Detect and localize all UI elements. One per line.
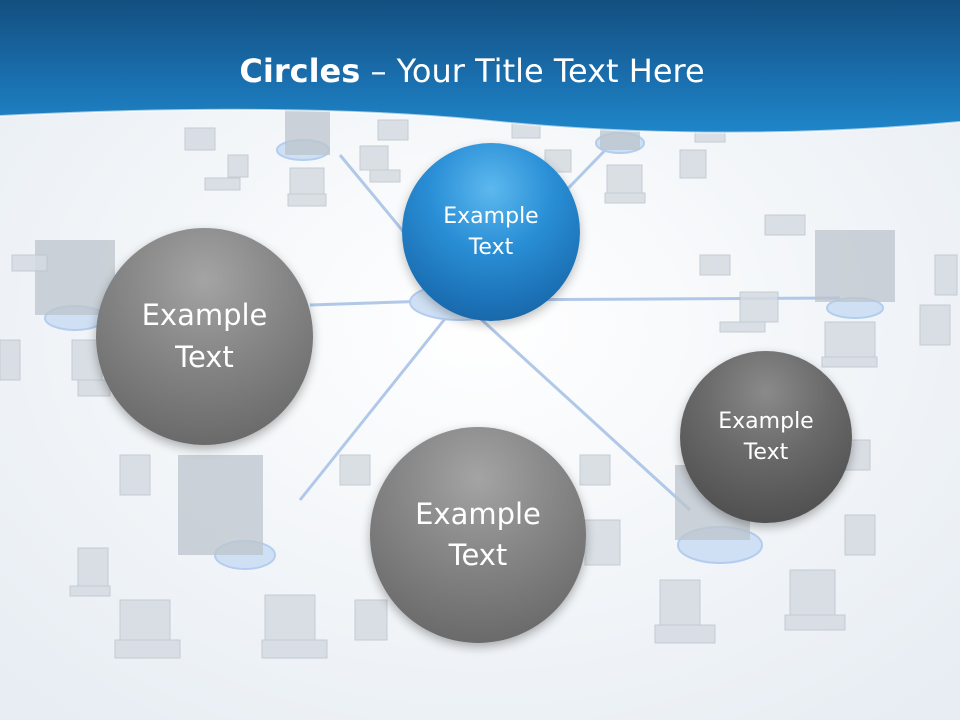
- circle-right-line2: Text: [743, 440, 789, 465]
- circle-left-line2: Text: [175, 339, 234, 374]
- title-banner: [0, 0, 960, 133]
- circle-bottom-line2: Text: [448, 538, 508, 572]
- circle-left-line1: Example: [141, 298, 268, 333]
- circle-top-line2: Text: [468, 235, 514, 260]
- circle-bottom-line1: Example: [415, 496, 541, 531]
- title-bold: Circles: [239, 52, 361, 90]
- circle-right-line1: Example: [718, 408, 814, 434]
- server-towers: [35, 110, 895, 555]
- circle-top-line1: Example: [443, 203, 539, 229]
- slide-title: Circles – Your Title Text Here: [0, 52, 944, 90]
- title-rest: – Your Title Text Here: [360, 52, 705, 90]
- laptop-icons: [0, 119, 958, 659]
